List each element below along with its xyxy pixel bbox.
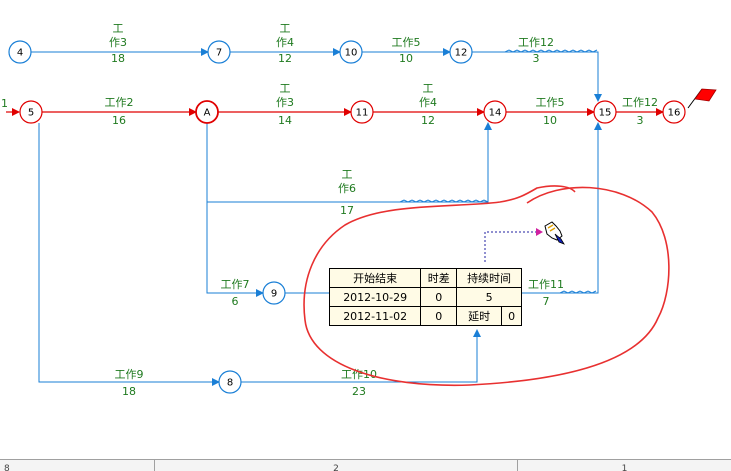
edge-duration-e-15-16: 3 <box>637 114 644 127</box>
edge-label-e-14-15: 工作5 <box>536 96 565 109</box>
node-16[interactable]: 16 <box>662 100 686 124</box>
edge-duration-e-5-A: 16 <box>112 114 126 127</box>
edge-label-e-9-15: 工作11 <box>528 278 564 291</box>
node-label-7: 7 <box>216 48 222 59</box>
edge-label-e-A-11: 工作3 <box>276 82 294 109</box>
edge-e-12-15-free-float <box>504 49 598 53</box>
edge-e-9-15-free-float <box>559 290 597 294</box>
node-label-10: 10 <box>345 48 358 59</box>
edge-duration-e-A-11: 14 <box>278 114 292 127</box>
node-7[interactable]: 7 <box>207 40 231 64</box>
edge-label-e-A-14: 工作6 <box>338 168 356 195</box>
node-circle-15[interactable] <box>593 100 617 124</box>
node-label-9: 9 <box>271 289 277 300</box>
edge-duration-e-14-15: 10 <box>543 114 557 127</box>
edge-label-e-11-14: 工作4 <box>419 82 437 109</box>
start-slack: 0 <box>420 287 458 307</box>
edge-label-e-10-12: 工作5 <box>392 36 421 49</box>
left-stub-label: 1 <box>1 97 8 110</box>
edge-label-e-5-8: 工作9 <box>115 368 144 381</box>
edge-duration-e-10-12: 10 <box>399 52 413 65</box>
edge-label-e-7-10: 工作4 <box>276 22 294 49</box>
edge-label-e-12-15: 工作12 <box>518 36 554 49</box>
end-slack: 0 <box>420 306 458 325</box>
node-circle-11[interactable] <box>350 100 374 124</box>
node-4[interactable]: 4 <box>8 40 32 64</box>
edge-duration-e-12-15: 3 <box>533 52 540 65</box>
pointer-dotted-line <box>484 231 540 262</box>
header-start-end: 开始结束 <box>330 269 422 288</box>
edge-duration-e-11-14: 12 <box>421 114 435 127</box>
node-label-A: A <box>204 108 211 119</box>
edge-e-A-14[interactable] <box>206 122 492 203</box>
node-5[interactable]: 5 <box>19 100 43 124</box>
node-label-4: 4 <box>17 48 23 59</box>
edge-duration-e-9-15: 7 <box>543 295 550 308</box>
edge-duration-e-8-9: 23 <box>352 385 366 398</box>
edge-duration-e-A-14: 17 <box>340 204 354 217</box>
edge-duration-e-5-8: 18 <box>122 385 136 398</box>
node-circle-7[interactable] <box>207 40 231 64</box>
node-15[interactable]: 15 <box>593 100 617 124</box>
end-date: 2012-11-02 <box>330 306 422 325</box>
task-info-header-row: 开始结束 时差 持续时间 <box>330 269 521 288</box>
red-flag-icon <box>687 88 717 109</box>
node-A[interactable]: A <box>195 100 219 124</box>
status-cell-1: 8 <box>0 460 155 471</box>
edge-e-5-8[interactable] <box>38 123 220 386</box>
node-label-11: 11 <box>356 108 369 119</box>
node-circle-9[interactable] <box>262 281 286 305</box>
task-info-row-start: 2012-10-29 0 5 <box>330 287 521 307</box>
edge-label-e-A-9: 工作7 <box>221 278 250 291</box>
edge-label-e-8-9: 工作10 <box>341 368 377 381</box>
status-cell-2: 2 <box>155 460 518 471</box>
node-circle-A[interactable] <box>195 100 219 124</box>
edge-e-8-9[interactable] <box>241 329 481 383</box>
node-12[interactable]: 12 <box>449 40 473 64</box>
edge-e-A-9[interactable] <box>206 202 264 297</box>
node-11[interactable]: 11 <box>350 100 374 124</box>
node-circle-4[interactable] <box>8 40 32 64</box>
node-label-15: 15 <box>599 108 612 119</box>
edge-duration-e-4-7: 18 <box>111 52 125 65</box>
edge-label-e-15-16: 工作12 <box>622 96 658 109</box>
node-circle-5[interactable] <box>19 100 43 124</box>
task-info-table: 开始结束 时差 持续时间 2012-10-29 0 5 2012-11-02 0… <box>330 269 521 325</box>
task-info-popup: 开始结束 时差 持续时间 2012-10-29 0 5 2012-11-02 0… <box>329 268 522 326</box>
edge-duration-e-7-10: 12 <box>278 52 292 65</box>
edge-label-e-5-A: 工作2 <box>105 96 134 109</box>
edge-e-A-14-free-float <box>399 199 489 203</box>
node-label-8: 8 <box>227 378 233 389</box>
node-circle-8[interactable] <box>218 370 242 394</box>
start-date: 2012-10-29 <box>330 287 422 307</box>
node-8[interactable]: 8 <box>218 370 242 394</box>
annotation-circle <box>303 185 670 387</box>
node-circle-14[interactable] <box>483 100 507 124</box>
edge-e-9-15-segment-b[interactable] <box>520 122 602 294</box>
status-bar: 8 2 1 <box>0 459 731 471</box>
node-14[interactable]: 14 <box>483 100 507 124</box>
node-circle-12[interactable] <box>449 40 473 64</box>
edge-duration-e-A-9: 6 <box>232 295 239 308</box>
node-10[interactable]: 10 <box>339 40 363 64</box>
node-circle-10[interactable] <box>339 40 363 64</box>
pointer-arrow-icon <box>536 228 543 236</box>
hand-cursor-icon <box>544 221 565 245</box>
edge-label-e-4-7: 工作3 <box>109 22 127 49</box>
status-cell-3: 1 <box>621 464 628 471</box>
node-label-5: 5 <box>28 108 34 119</box>
node-circle-16[interactable] <box>662 100 686 124</box>
node-label-12: 12 <box>455 48 468 59</box>
header-slack: 时差 <box>420 269 458 288</box>
task-info-row-end: 2012-11-02 0 延时 0 <box>330 306 521 325</box>
delay-value: 0 <box>501 306 521 325</box>
header-duration: 持续时间 <box>456 269 521 288</box>
delay-label: 延时 <box>456 306 503 325</box>
duration-value: 5 <box>456 287 521 307</box>
node-label-16: 16 <box>668 108 681 119</box>
node-9[interactable]: 9 <box>262 281 286 305</box>
node-label-14: 14 <box>489 108 502 119</box>
